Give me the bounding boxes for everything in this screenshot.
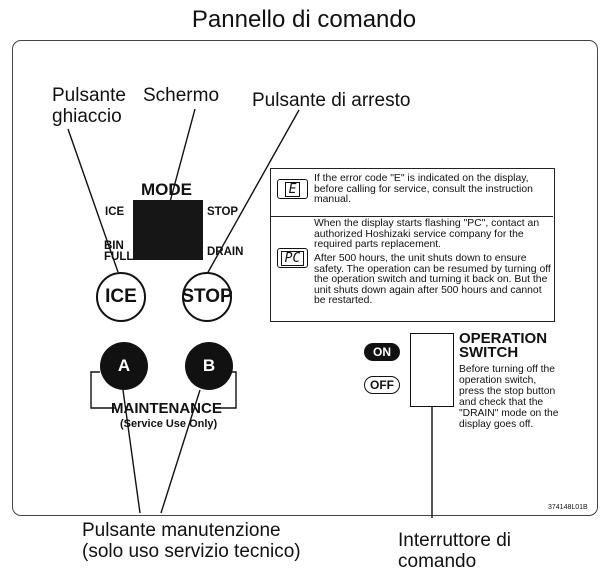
leader-line-ice — [67, 128, 119, 273]
stop-button[interactable]: STOP — [181, 272, 233, 322]
code-pc-text: PC — [280, 250, 305, 266]
leader-line-stop — [206, 109, 300, 275]
error-pc-description: When the display starts flashing "PC", c… — [314, 218, 540, 251]
callout-stop-button: Pulsante di arresto — [252, 90, 411, 111]
maintenance-button-b[interactable]: B — [185, 342, 233, 390]
mode-full-label: FULL — [104, 251, 134, 263]
display-screen — [133, 200, 203, 260]
callout-ice-button: Pulsante ghiaccio — [52, 85, 126, 127]
error-code-e-display-icon: E — [277, 179, 308, 199]
mode-ice-label: ICE — [105, 206, 125, 218]
code-e-text: E — [284, 181, 301, 197]
leader-line-button-b — [160, 389, 201, 514]
error-e-description: If the error code "E" is indicated on th… — [314, 173, 533, 206]
leader-line-button-a — [122, 389, 141, 514]
control-panel-outline — [12, 40, 598, 516]
callout-maintenance-buttons: Pulsante manutenzione (solo uso servizio… — [82, 520, 301, 562]
error-pc-safety-description: After 500 hours, the unit shuts down to … — [314, 253, 551, 307]
error-code-info-box — [270, 168, 555, 322]
maintenance-label: MAINTENANCE — [111, 400, 222, 417]
service-use-note: (Service Use Only) — [120, 418, 218, 430]
maintenance-button-a[interactable]: A — [100, 342, 148, 390]
panel-reference-code: 374148L01B — [548, 504, 588, 511]
operation-switch-title: OPERATION SWITCH — [459, 330, 548, 361]
mode-stop-label: STOP — [207, 206, 239, 218]
operation-switch-instructions: Before turning off the operation switch,… — [459, 364, 559, 430]
mode-label: MODE — [141, 180, 192, 199]
leader-line-screen — [166, 108, 196, 214]
mode-drain-label: DRAIN — [207, 246, 244, 258]
mode-bin-label: BIN — [104, 240, 124, 252]
operation-switch[interactable] — [410, 333, 454, 407]
info-box-divider — [271, 216, 553, 217]
ice-button[interactable]: ICE — [96, 272, 146, 322]
error-code-pc-display-icon: PC — [277, 248, 308, 268]
diagram-title: Pannello di comando — [191, 6, 417, 33]
switch-off-indicator: OFF — [364, 376, 400, 394]
callout-operation-switch: Interruttore di comando — [398, 530, 511, 572]
switch-on-indicator: ON — [364, 343, 400, 361]
callout-screen: Schermo — [143, 85, 220, 106]
maintenance-bracket-left — [90, 371, 116, 409]
